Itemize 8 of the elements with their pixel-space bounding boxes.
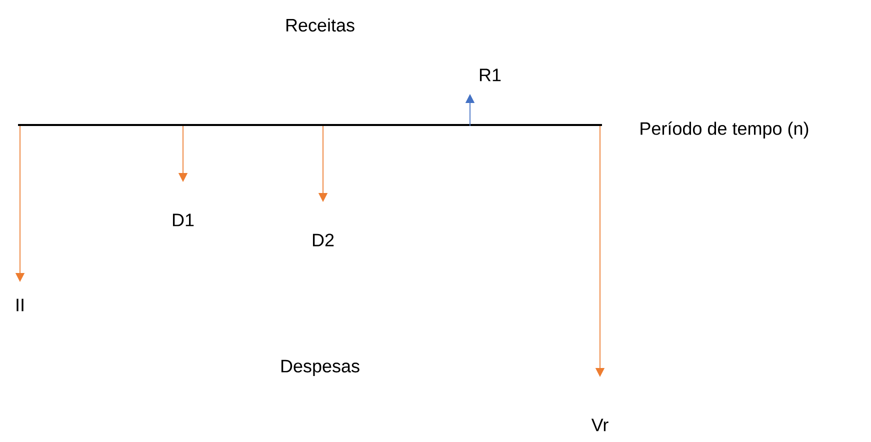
flow-label: Receitas xyxy=(286,18,354,32)
flow-label: II xyxy=(16,298,24,312)
flow-label: Período de tempo (n) xyxy=(640,122,808,138)
flow-label: D2 xyxy=(312,234,334,246)
flow-label: D1 xyxy=(172,214,194,226)
flow-label: Despesas xyxy=(281,360,360,376)
flow-label: R1 xyxy=(480,68,501,82)
flow-label: Vr xyxy=(591,418,608,432)
